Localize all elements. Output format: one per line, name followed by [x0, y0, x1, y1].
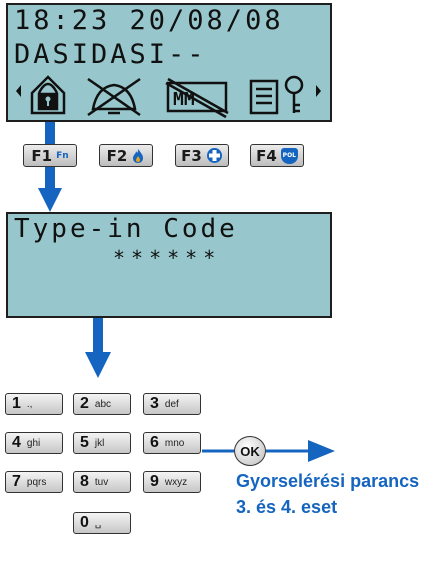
ok-button[interactable]: OK [234, 436, 266, 466]
key-letters: mno [164, 437, 185, 449]
arrow-f1-to-code-shaft [45, 167, 55, 189]
keypad-key-8[interactable]: 8 tuv [73, 471, 131, 493]
ok-button-label: OK [240, 443, 260, 459]
key-letters: tuv [94, 476, 109, 488]
key-letters: ␣ [94, 517, 102, 529]
keypad-key-9[interactable]: 9 wxyz [143, 471, 201, 493]
fn-badge: Fn [56, 150, 69, 161]
f2-key-label: F2 [106, 146, 128, 165]
arrow-code-to-keypad-head [85, 352, 111, 378]
fire-icon [133, 148, 144, 163]
caption-title: Gyorselérési parancs [236, 471, 420, 491]
key-letters: ghi [26, 437, 41, 449]
f3-key-label: F3 [181, 146, 202, 165]
lcd-display-code: Type-in Code ****** [6, 212, 332, 318]
f4-key-label: F4 [256, 146, 277, 165]
key-digit: 6 [150, 434, 159, 451]
police-badge-icon: POL [280, 147, 298, 164]
keypad-key-3[interactable]: 3 def [143, 393, 201, 415]
arrow-f1-to-code-head [38, 188, 62, 212]
keypad-key-5[interactable]: 5 jkl [73, 432, 131, 454]
medical-cross-icon [206, 148, 222, 163]
key-letters: jkl [94, 437, 105, 449]
keypad-key-1[interactable]: 1 ., [5, 393, 63, 415]
f2-fire-key[interactable]: F2 [99, 144, 153, 167]
lcd-code-mask: ****** [113, 246, 222, 270]
svg-text:MM: MM [173, 89, 195, 110]
caption-subtitle: 3. és 4. eset [236, 497, 338, 517]
key-letters: def [164, 398, 179, 410]
keypad-key-0[interactable]: 0 ␣ [73, 512, 131, 534]
lcd-display-top: 18:23 20/08/08 DASIDASI-- MM [6, 3, 332, 122]
keypad-key-7[interactable]: 7 pqrs [5, 471, 63, 493]
scroll-left-arrow-icon [16, 85, 21, 97]
key-letters: abc [94, 398, 112, 410]
keypad-key-4[interactable]: 4 ghi [5, 432, 63, 454]
key-letters: ., [26, 398, 33, 410]
key-digit: 4 [12, 434, 21, 451]
key-letters: pqrs [26, 476, 47, 488]
police-badge-text: POL [282, 152, 296, 159]
lcd-time-date: 18:23 20/08/08 [14, 5, 284, 36]
mm-crossed-icon: MM [165, 77, 229, 119]
f1-key-label: F1 [31, 146, 53, 165]
keypad-key-2[interactable]: 2 abc [73, 393, 131, 415]
key-digit: 2 [80, 395, 89, 412]
alarm-off-icon [87, 77, 141, 117]
lcd-icon-row: MM [16, 75, 321, 119]
user-lock-icon [30, 75, 66, 115]
key-digit: 1 [12, 395, 21, 412]
arrow-lcd-to-f1 [45, 122, 55, 144]
scroll-right-arrow-icon [316, 85, 321, 97]
f4-police-key[interactable]: F4 POL [250, 144, 304, 167]
events-log-key-icon [249, 75, 304, 115]
key-digit: 5 [80, 434, 89, 451]
keypad-key-6[interactable]: 6 mno [143, 432, 201, 454]
key-digit: 3 [150, 395, 159, 412]
f3-medical-key[interactable]: F3 [175, 144, 229, 167]
lcd-partition-status: DASIDASI-- [14, 39, 207, 70]
key-letters: wxyz [164, 476, 188, 488]
key-digit: 7 [12, 473, 21, 490]
lcd-prompt: Type-in Code [14, 214, 238, 244]
key-digit: 9 [150, 473, 159, 490]
key-digit: 0 [80, 514, 89, 531]
key-digit: 8 [80, 473, 89, 490]
f1-function-key[interactable]: F1 Fn [23, 144, 77, 167]
arrow-ok-to-caption-head [308, 440, 335, 462]
arrow-code-to-keypad-shaft [93, 318, 103, 353]
